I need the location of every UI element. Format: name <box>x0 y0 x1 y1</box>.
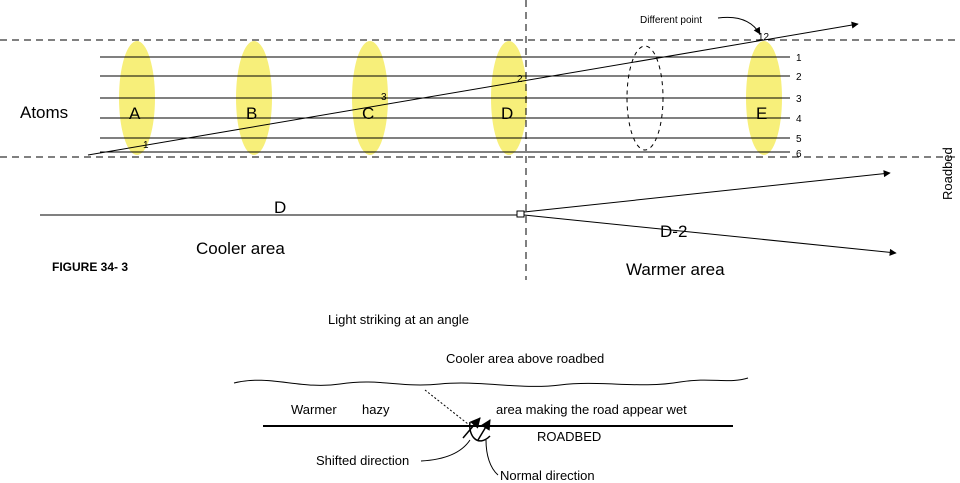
atoms-label: Atoms <box>20 103 68 122</box>
cooler-area-label: Cooler area <box>196 239 285 258</box>
shifted-direction-arrow <box>462 417 481 439</box>
cooler-above-label: Cooler area above roadbed <box>446 351 604 366</box>
ray-lines <box>40 170 897 256</box>
line-number-4: 4 <box>796 114 802 125</box>
ray-d-label: D <box>274 198 286 217</box>
middle-labels: D D-2 Cooler area Warmer area FIGURE 34-… <box>52 198 725 279</box>
marker-c-superscript: 1 <box>143 140 149 151</box>
roadbed-caps-label: ROADBED <box>537 429 601 444</box>
hazy-word: hazy <box>362 402 390 417</box>
atom-label-b: B <box>246 104 257 123</box>
warmer-area-label: Warmer area <box>626 260 725 279</box>
line-number-1: 1 <box>796 53 802 64</box>
boundary-dashed-lines <box>0 0 960 280</box>
marker-d-superscript: 3 <box>381 92 387 103</box>
normal-direction-arrow <box>477 419 491 441</box>
atom-label-d: D <box>501 104 513 123</box>
ray-d2-label: D-2 <box>660 222 687 241</box>
line-number-5: 5 <box>796 134 802 145</box>
shifted-direction-label: Shifted direction <box>316 453 409 468</box>
different-point-pointer <box>717 16 761 35</box>
atom-label-e: E <box>756 104 767 123</box>
light-angle-label: Light striking at an angle <box>328 312 469 327</box>
atom-label-a: A <box>129 104 141 123</box>
split-point-box <box>516 210 525 218</box>
light-ray-upper <box>87 21 859 156</box>
reflection-arc <box>469 421 491 442</box>
light-ray-lower <box>424 389 469 425</box>
marker-d2-superscript: 2 <box>517 74 523 85</box>
normal-direction-label: Normal direction <box>500 468 595 483</box>
warmer-word: Warmer <box>291 402 337 417</box>
different-point-label: Different point <box>640 15 702 26</box>
ray-d-upward <box>523 170 891 213</box>
line-number-3: 3 <box>796 94 802 105</box>
line-number-6: 6 <box>796 149 802 160</box>
normal-leader <box>485 439 499 476</box>
layer-lines <box>100 56 790 153</box>
figure-label: FIGURE 34- 3 <box>52 260 128 274</box>
marker-12: 12 <box>758 32 770 43</box>
lower-diagram: Light striking at an angle Cooler area a… <box>233 312 749 483</box>
making-wet-label: area making the road appear wet <box>496 402 687 417</box>
shifted-leader <box>420 439 471 462</box>
upper-labels: Atoms A B C D E 1 2 3 4 5 6 1 3 2 Differ… <box>20 15 955 200</box>
ray-d2-downward <box>523 214 897 256</box>
line-number-2: 2 <box>796 72 802 83</box>
roadbed-vertical-label: Roadbed <box>940 147 955 200</box>
cooler-air-boundary <box>233 377 749 387</box>
atom-label-c: C <box>362 104 374 123</box>
